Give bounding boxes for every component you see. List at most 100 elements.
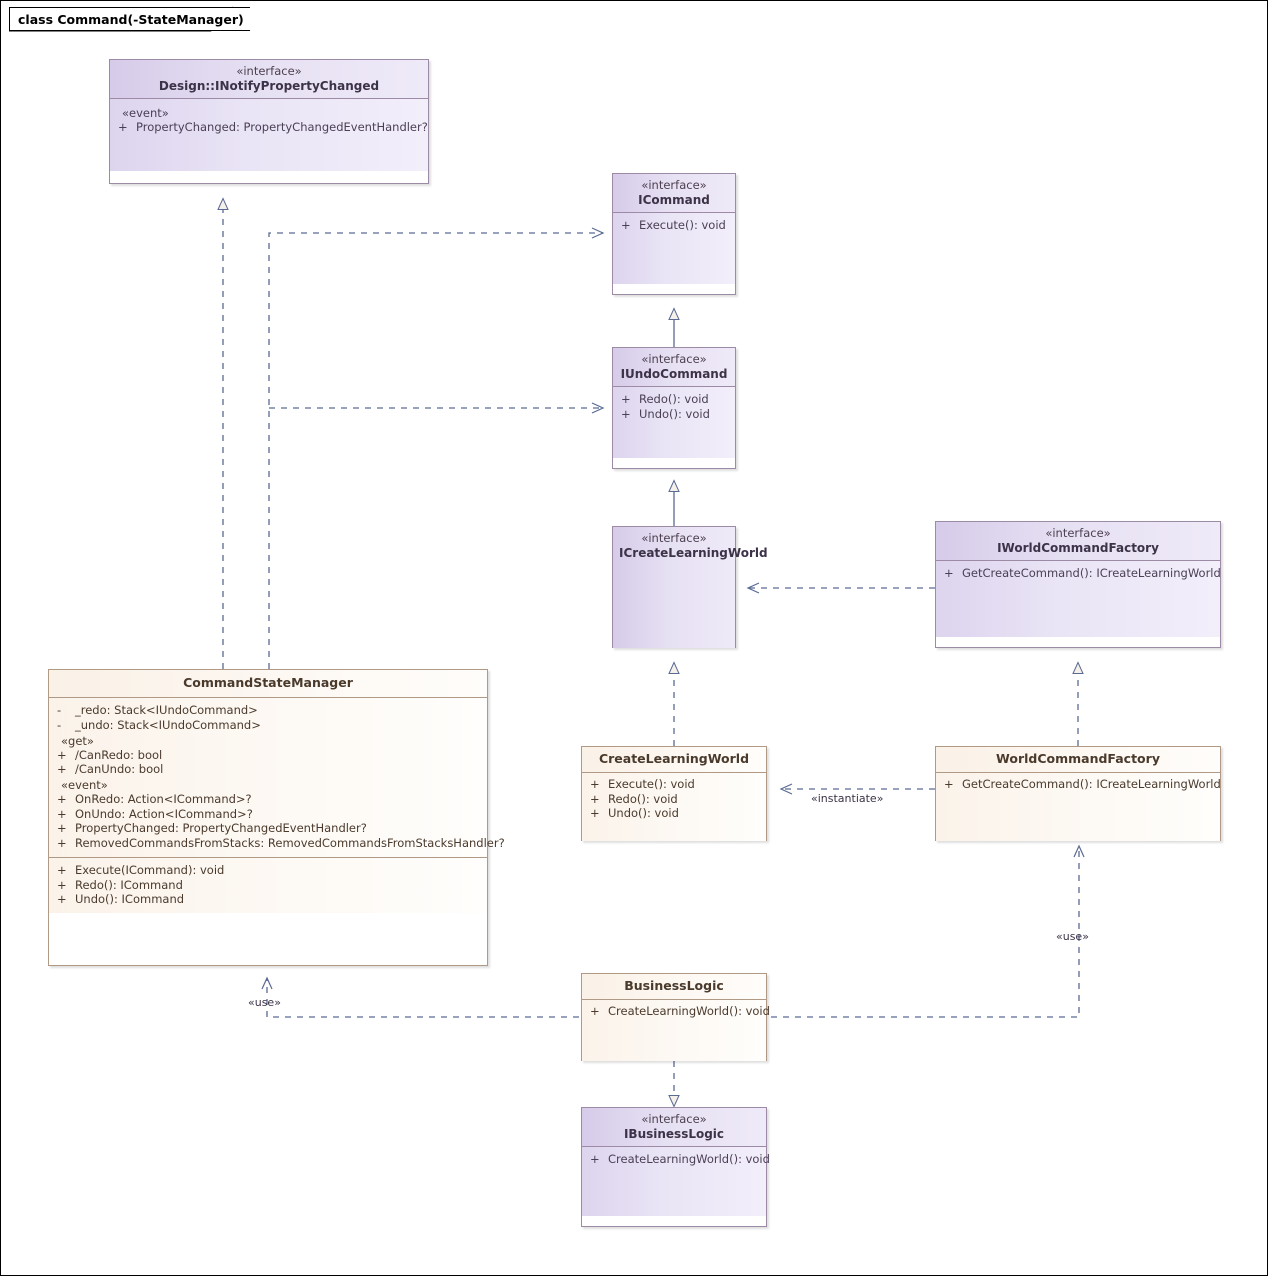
- visibility-marker: -: [57, 703, 62, 718]
- member-text: OnRedo: Action<ICommand>?: [75, 792, 252, 807]
- class-name-label: IUndoCommand: [620, 366, 728, 381]
- visibility-marker: +: [621, 218, 631, 233]
- member-row[interactable]: + Redo(): void: [617, 393, 731, 408]
- node-header-iworldcommandfactory: «interface» IWorldCommandFactory: [936, 522, 1220, 561]
- member-text: Redo(): void: [608, 791, 678, 806]
- node-ibusinesslogic[interactable]: «interface» IBusinessLogic + CreateLearn…: [581, 1107, 770, 1227]
- member-row[interactable]: + /CanUndo: bool: [53, 763, 483, 778]
- node-iworldcommandfactory[interactable]: «interface» IWorldCommandFactory + GetCr…: [935, 521, 1221, 648]
- node-inotifypropertychanged[interactable]: «interface» Design::INotifyPropertyChang…: [109, 59, 429, 184]
- link-businesslogic-uses-commandstatemanager: [261, 976, 579, 1018]
- visibility-marker: +: [57, 806, 67, 821]
- member-row[interactable]: + Undo(): ICommand: [53, 893, 483, 908]
- node-header-businesslogic: BusinessLogic: [582, 974, 766, 1000]
- member-text: /CanRedo: bool: [75, 747, 163, 762]
- member-text: Undo(): void: [608, 806, 679, 821]
- class-name-label: WorldCommandFactory: [996, 751, 1160, 766]
- node-header-ibusinesslogic: «interface» IBusinessLogic: [582, 1108, 766, 1147]
- visibility-marker: +: [590, 1152, 600, 1167]
- member-row[interactable]: + GetCreateCommand(): ICreateLearningWor…: [940, 566, 1221, 582]
- visibility-marker: +: [621, 406, 631, 421]
- member-text: PropertyChanged: PropertyChangedEventHan…: [136, 119, 428, 134]
- member-row[interactable]: + Execute(): void: [617, 219, 731, 234]
- node-createlearningworld[interactable]: CreateLearningWorld + Execute(): void + …: [581, 746, 767, 841]
- member-text: Execute(): void: [639, 218, 726, 233]
- member-row[interactable]: + Execute(ICommand): void: [53, 864, 483, 879]
- member-row[interactable]: + Redo(): void: [586, 792, 762, 807]
- member-row[interactable]: - _redo: Stack<IUndoCommand>: [53, 704, 483, 719]
- node-icommand[interactable]: «interface» ICommand + Execute(): void: [612, 173, 736, 295]
- stereotype-label: «interface»: [236, 64, 302, 78]
- node-body-businesslogic: + CreateLearningWorld(): void: [582, 999, 770, 1061]
- class-name-label: CommandStateManager: [183, 675, 353, 690]
- member-text: _redo: Stack<IUndoCommand>: [75, 703, 258, 718]
- connector-label-instantiate: «instantiate»: [811, 792, 884, 805]
- member-row[interactable]: - _undo: Stack<IUndoCommand>: [53, 718, 483, 733]
- class-name-label: CreateLearningWorld: [598, 751, 750, 766]
- member-text: Redo(): ICommand: [75, 877, 183, 892]
- class-name-label: IBusinessLogic: [623, 1126, 725, 1141]
- node-businesslogic[interactable]: BusinessLogic + CreateLearningWorld(): v…: [581, 973, 770, 1061]
- stereotype-label: «interface»: [641, 352, 707, 366]
- visibility-marker: +: [57, 762, 67, 777]
- node-iundocommand[interactable]: «interface» IUndoCommand + Redo(): void …: [612, 347, 736, 469]
- link-csm-depends-icommand: [268, 227, 605, 669]
- member-text: PropertyChanged: PropertyChangedEventHan…: [75, 821, 367, 836]
- node-worldcommandfactory[interactable]: WorldCommandFactory + GetCreateCommand()…: [935, 746, 1221, 841]
- class-name-label: ICreateLearningWorld: [619, 545, 768, 560]
- member-text: CreateLearningWorld(): void: [608, 1004, 770, 1019]
- node-header-iundocommand: «interface» IUndoCommand: [613, 348, 735, 387]
- member-row[interactable]: + OnRedo: Action<ICommand>?: [53, 793, 483, 808]
- member-group-label: «event»: [122, 105, 169, 120]
- connector-label-use-left: «use»: [248, 996, 281, 1009]
- member-row[interactable]: + Redo(): ICommand: [53, 878, 483, 893]
- member-text: Redo(): void: [639, 392, 709, 407]
- stereotype-label: «interface»: [641, 1112, 707, 1126]
- class-name-label: Design::INotifyPropertyChanged: [158, 78, 380, 93]
- member-row[interactable]: + GetCreateCommand(): ICreateLearningWor…: [940, 777, 1221, 793]
- visibility-marker: +: [590, 806, 600, 821]
- member-text: CreateLearningWorld(): void: [608, 1152, 770, 1167]
- node-icreatelearningworld[interactable]: «interface» ICreateLearningWorld: [612, 526, 768, 648]
- visibility-marker: +: [118, 119, 128, 134]
- visibility-marker: -: [57, 717, 62, 732]
- member-row[interactable]: + OnUndo: Action<ICommand>?: [53, 807, 483, 822]
- member-row[interactable]: + PropertyChanged: PropertyChangedEventH…: [53, 822, 483, 837]
- node-body-createlearningworld: + Execute(): void + Redo(): void + Undo(…: [582, 772, 766, 841]
- node-header-worldcommandfactory: WorldCommandFactory: [936, 747, 1220, 773]
- member-text: RemovedCommandsFromStacks: RemovedComman…: [75, 835, 505, 850]
- member-text: GetCreateCommand(): ICreateLearningWorld: [962, 566, 1221, 581]
- node-body-ibusinesslogic: + CreateLearningWorld(): void: [582, 1146, 770, 1216]
- member-row[interactable]: + /CanRedo: bool: [53, 748, 483, 763]
- member-text: Execute(): void: [608, 777, 695, 792]
- node-body-worldcommandfactory: + GetCreateCommand(): ICreateLearningWor…: [936, 772, 1221, 841]
- member-text: Undo(): void: [639, 406, 710, 421]
- member-row[interactable]: + CreateLearningWorld(): void: [586, 1005, 770, 1020]
- member-text: OnUndo: Action<ICommand>?: [75, 806, 253, 821]
- member-row[interactable]: + RemovedCommandsFromStacks: RemovedComm…: [53, 836, 505, 851]
- member-row[interactable]: + PropertyChanged: PropertyChangedEventH…: [114, 119, 428, 135]
- node-operations-commandstatemanager: + Execute(ICommand): void + Redo(): ICom…: [49, 856, 487, 914]
- node-header-icreatelearningworld: «interface» ICreateLearningWorld: [613, 527, 768, 648]
- member-row[interactable]: + CreateLearningWorld(): void: [586, 1152, 770, 1168]
- member-row[interactable]: + Execute(): void: [586, 778, 762, 793]
- member-text: GetCreateCommand(): ICreateLearningWorld: [962, 777, 1221, 792]
- visibility-marker: +: [944, 566, 954, 581]
- visibility-marker: +: [57, 892, 67, 907]
- stereotype-label: «interface»: [641, 531, 707, 545]
- diagram-title: class Command(-StateManager): [9, 7, 250, 31]
- member-group-label: «event»: [61, 778, 108, 793]
- member-row[interactable]: + Undo(): void: [586, 807, 762, 822]
- node-header-icommand: «interface» ICommand: [613, 174, 735, 213]
- node-commandstatemanager[interactable]: CommandStateManager - _redo: Stack<IUndo…: [48, 669, 505, 966]
- member-text: Execute(ICommand): void: [75, 863, 225, 878]
- visibility-marker: +: [57, 877, 67, 892]
- node-header-createlearningworld: CreateLearningWorld: [582, 747, 766, 773]
- visibility-marker: +: [621, 392, 631, 407]
- stereotype-label: «interface»: [641, 178, 707, 192]
- node-body-iworldcommandfactory: + GetCreateCommand(): ICreateLearningWor…: [936, 560, 1221, 637]
- visibility-marker: +: [944, 777, 954, 792]
- member-row[interactable]: + Undo(): void: [617, 407, 731, 422]
- node-header-commandstatemanager: CommandStateManager: [49, 670, 487, 698]
